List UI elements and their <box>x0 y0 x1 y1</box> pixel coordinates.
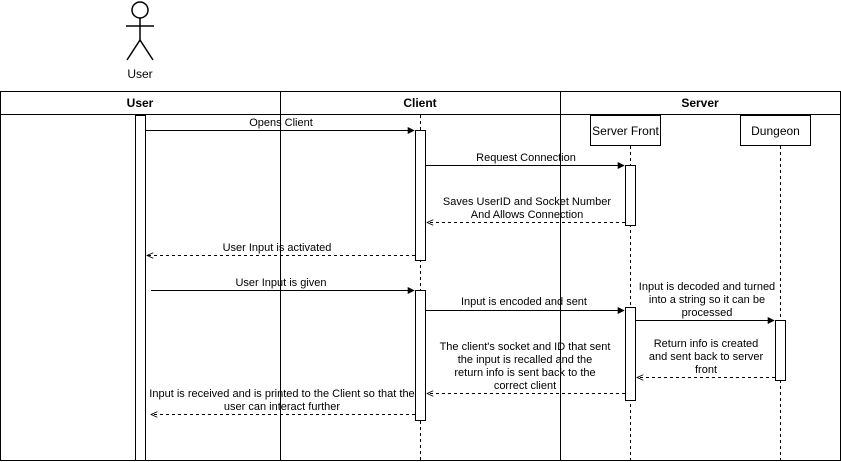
server-front-activation-2 <box>625 307 636 401</box>
lane-title-user: User <box>127 96 154 110</box>
message-saves-userid: Saves UserID and Socket Number And Allow… <box>427 196 625 223</box>
message-label: processed <box>682 307 733 319</box>
message-label: user can interact further <box>224 401 341 413</box>
message-input-given: User Input is given <box>151 277 415 294</box>
lane-title-client: Client <box>403 96 436 110</box>
message-label: front <box>695 364 717 376</box>
server-front-activation-1 <box>625 165 636 226</box>
message-opens-client: Opens Client <box>146 117 415 134</box>
user-actor: User <box>126 1 154 81</box>
message-label: and sent back to server <box>649 351 764 363</box>
message-label: correct client <box>494 380 556 392</box>
message-return-info: Return info is created and sent back to … <box>637 338 775 378</box>
actor-head-icon <box>131 1 149 19</box>
client-activation-1 <box>415 130 426 261</box>
message-label: the input is recalled and the <box>458 354 593 366</box>
message-label: Request Connection <box>476 152 576 164</box>
server-front-lifeline: Server Front <box>590 115 661 460</box>
message-label: return info is sent back to the <box>454 367 595 379</box>
message-label: Input is decoded and turned <box>639 281 775 293</box>
dungeon-label: Dungeon <box>751 124 800 138</box>
message-label: User Input is activated <box>223 242 332 254</box>
dungeon-lifeline: Dungeon <box>740 115 811 460</box>
message-input-encoded: Input is encoded and sent <box>426 296 625 314</box>
message-label: Input is received and is printed to the … <box>149 388 414 400</box>
message-label: Opens Client <box>249 117 313 129</box>
client-activation-2 <box>415 290 426 421</box>
dungeon-box <box>740 115 811 146</box>
server-front-box <box>590 115 661 146</box>
message-label: And Allows Connection <box>471 209 584 221</box>
message-input-received: Input is received and is printed to the … <box>149 388 415 415</box>
dungeon-activation <box>775 320 786 381</box>
message-label: Saves UserID and Socket Number <box>443 196 611 208</box>
message-input-decoded: Input is decoded and turned into a strin… <box>636 281 775 324</box>
server-front-label: Server Front <box>592 124 659 138</box>
message-label: The client's socket and ID that sent <box>440 341 611 353</box>
message-label: User Input is given <box>235 277 326 289</box>
message-input-activated: User Input is activated <box>147 242 415 256</box>
client-lifeline <box>415 115 426 460</box>
lane-title-server: Server <box>681 96 719 110</box>
message-request-connection: Request Connection <box>426 152 625 169</box>
user-activation-bar <box>135 115 146 461</box>
message-label: Input is encoded and sent <box>461 296 587 308</box>
message-label: Return info is created <box>654 338 759 350</box>
message-label: into a string so it can be <box>649 294 765 306</box>
actor-label: User <box>127 67 152 81</box>
message-socket-recalled: The client's socket and ID that sent the… <box>427 341 625 394</box>
